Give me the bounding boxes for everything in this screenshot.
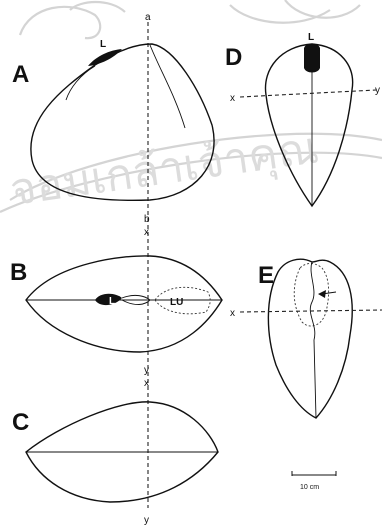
panel-b-letter: B [10, 259, 27, 286]
ligament-mark-d [304, 43, 320, 73]
shell-internal-ridge [149, 44, 186, 129]
shell-lateral-outline [30, 43, 215, 202]
axis-label-a: a [145, 12, 151, 23]
lunule-outline [154, 286, 211, 315]
posterior-commissure [309, 261, 317, 419]
ligament-label-b: L [109, 296, 115, 307]
axis-label-x-c: x [144, 378, 149, 389]
watermark-text: จอมเกล้าเจ้าคุณ [7, 122, 322, 217]
axis-label-y-d: y [375, 85, 380, 96]
shell-umbo-line [65, 65, 96, 101]
shell-dorsal-outline [25, 255, 223, 353]
panel-c: x C y [12, 378, 219, 525]
panel-a-letter: A [12, 61, 29, 88]
panel-c-letter: C [12, 409, 29, 436]
axis-label-b: b [144, 214, 150, 225]
panel-d: D L x y [225, 32, 380, 208]
scale-bar-label: 10 cm [300, 484, 319, 491]
axis-label-x-b: x [144, 227, 149, 238]
panel-e: E x [230, 258, 382, 419]
ligament-label-d: L [308, 32, 314, 43]
axis-label-y-c: y [144, 515, 149, 525]
lunule-label: LU [170, 297, 183, 308]
scale-bar: 10 cm [291, 471, 337, 491]
horizontal-axis-e [239, 309, 382, 313]
ligament-mark-b [95, 293, 122, 306]
panel-a: A a L b [12, 12, 215, 225]
shell-posterior-outline [267, 258, 353, 419]
axis-label-x-d: x [230, 93, 235, 104]
panel-d-letter: D [225, 44, 242, 71]
axis-label-x-e: x [230, 308, 235, 319]
ligament-taper [121, 294, 151, 305]
panel-e-letter: E [258, 262, 274, 289]
horizontal-axis-d [239, 89, 377, 98]
ligament-label-a: L [100, 39, 106, 50]
posterior-depression-outline [293, 263, 330, 327]
ligament-mark [88, 49, 122, 66]
panel-b: x B L LU y [10, 227, 223, 376]
axis-label-y-b: y [144, 365, 149, 376]
arrow-head [318, 290, 326, 298]
